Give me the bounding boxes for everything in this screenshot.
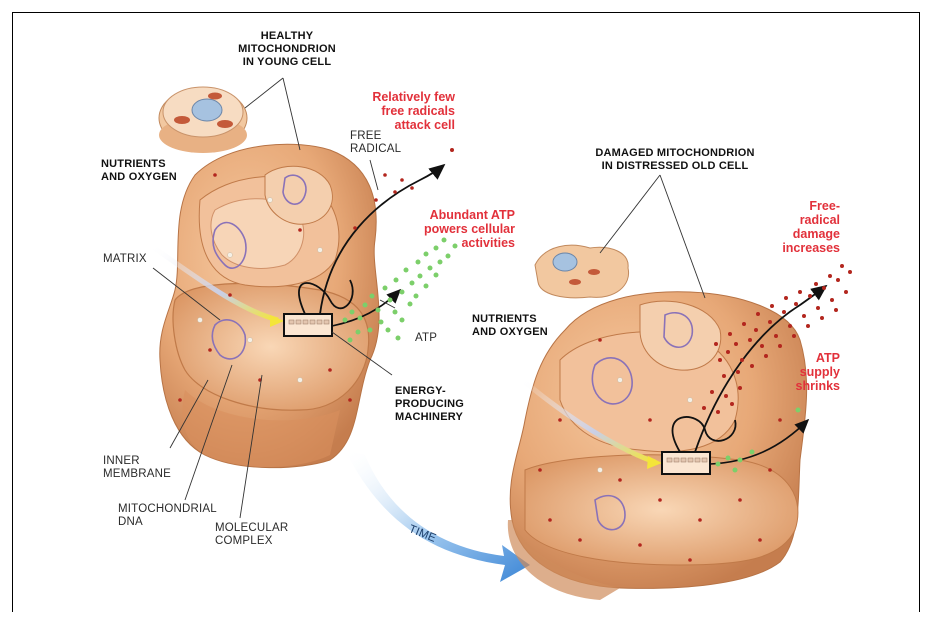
- molecular-complex-label: MOLECULAR COMPLEX: [215, 522, 288, 548]
- old-cell-icon: [535, 245, 629, 298]
- callout-few-radicals: Relatively few free radicals attack cell: [345, 90, 455, 132]
- atp-label: ATP: [415, 332, 437, 345]
- damaged-mitochondrion-title: DAMAGED MITOCHONDRION IN DISTRESSED OLD …: [585, 147, 765, 173]
- matrix-label: MATRIX: [103, 253, 147, 266]
- healthy-mitochondrion-title: HEALTHY MITOCHONDRION IN YOUNG CELL: [232, 30, 342, 69]
- callout-abundant-atp: Abundant ATP powers cellular activities: [400, 208, 515, 250]
- callout-atp-shrinks: ATP supply shrinks: [790, 351, 840, 393]
- time-arrow: [345, 450, 530, 582]
- energy-machinery-box-right: [662, 452, 710, 474]
- energy-machinery-box-left: [284, 314, 332, 336]
- free-radical-label: FREE RADICAL: [350, 130, 401, 156]
- young-cell-icon: [159, 87, 247, 153]
- callout-radical-damage: Free- radical damage increases: [780, 199, 840, 255]
- nutrients-label-left: NUTRIENTS AND OXYGEN: [101, 158, 177, 184]
- mitochondrial-dna-label: MITOCHONDRIAL DNA: [118, 503, 217, 529]
- energy-machinery-label: ENERGY- PRODUCING MACHINERY: [395, 385, 464, 424]
- inner-membrane-label: INNER MEMBRANE: [103, 455, 171, 481]
- nutrients-label-right: NUTRIENTS AND OXYGEN: [472, 313, 548, 339]
